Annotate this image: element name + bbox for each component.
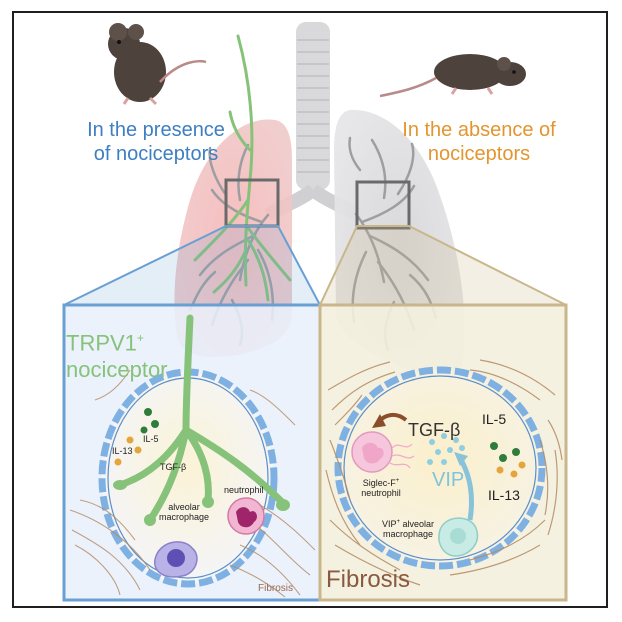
siglec-f-neutrophil-label: Siglec-F+ neutrophil: [361, 478, 401, 498]
presence-title: In the presence of nociceptors: [58, 118, 254, 166]
nerve-terminals-icon: [116, 314, 286, 524]
fibrosis-label-right: Fibrosis: [326, 566, 411, 593]
right-cytokine-dots: [490, 442, 526, 478]
fibrosis-label-left: Fibrosis: [258, 583, 294, 594]
presence-title-line1: In the presence: [87, 119, 225, 141]
right-fibrosis-strands-icon: [325, 359, 563, 586]
il13-label-right: IL-13: [488, 487, 520, 503]
absence-title-line1: In the absence of: [402, 119, 556, 141]
vip-alveolar-macrophage-icon: [438, 517, 479, 557]
left-cytokine-dots: [114, 408, 159, 466]
right-focus-box: [355, 180, 411, 230]
il13-label-left: IL-13: [112, 446, 133, 456]
tgf-label-left: TGF-β: [160, 462, 187, 472]
neutrophil-icon: [227, 497, 265, 535]
alveolar-macrophage-label: alveolar macrophage: [158, 502, 210, 522]
absence-title-line2: nociceptors: [427, 143, 531, 165]
il5-label-left: IL-5: [143, 434, 159, 444]
vip-alveolar-macrophage-label: VIP+ alveolar macrophage: [381, 519, 435, 539]
neutrophil-label: neutrophil: [224, 485, 264, 495]
figure-border: [12, 11, 608, 608]
absence-title: In the absence of nociceptors: [388, 118, 570, 166]
vip-label: VIP: [432, 469, 465, 491]
tgf-label-right: TGF-β: [408, 420, 461, 440]
siglec-f-neutrophil-icon: [351, 431, 415, 473]
right-alveolus-icon: [334, 366, 546, 570]
trpv1-nociceptor-label: TRPV1+ nociceptor: [66, 330, 168, 383]
mouse-lying-icon: [379, 54, 526, 98]
trachea-icon: [264, 22, 360, 222]
vip-dots: [427, 433, 465, 465]
presence-title-line2: of nociceptors: [93, 143, 219, 165]
vip-arrow-icon: [457, 456, 475, 521]
mouse-standing-icon: [108, 23, 207, 106]
il5-label-right: IL-5: [482, 411, 507, 427]
alveolar-macrophage-icon: [153, 541, 198, 578]
